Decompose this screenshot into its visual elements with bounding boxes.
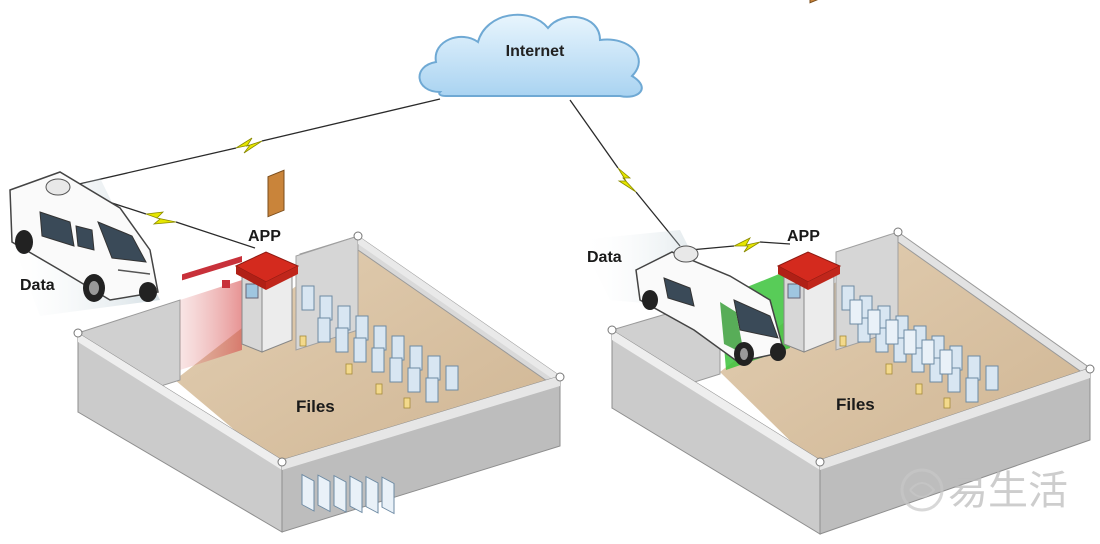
link-cloud-right-van — [569, 99, 681, 247]
left-van — [9, 171, 159, 302]
left-guard-booth — [222, 169, 300, 353]
right-guard-booth — [776, 0, 842, 353]
watermark-logo-icon — [900, 468, 944, 512]
left-scene: Data APP Files — [0, 169, 565, 533]
left-data-label: Data — [20, 277, 55, 294]
wireless-links — [65, 98, 791, 253]
left-floor — [175, 238, 560, 470]
left-gate-arm — [182, 256, 242, 281]
left-app-label: APP — [248, 228, 281, 245]
link-right-van-booth — [689, 237, 791, 253]
left-red-barrier-zone — [180, 280, 242, 370]
right-van-antenna — [673, 245, 699, 263]
right-scene: Data APP Files — [580, 0, 1095, 535]
internet-cloud: Internet — [418, 13, 643, 98]
internet-label: Internet — [506, 43, 565, 60]
right-front-wall-right — [819, 367, 1091, 535]
watermark: 易生活 — [900, 468, 1068, 514]
watermark-text: 易生活 — [948, 468, 1068, 514]
left-files-label: Files — [296, 397, 335, 416]
link-left-van-cloud — [65, 98, 441, 188]
left-file-racks — [299, 285, 459, 515]
right-app-label: APP — [787, 228, 820, 245]
right-file-racks — [839, 285, 999, 409]
right-files-label: Files — [836, 395, 875, 414]
right-van — [635, 245, 786, 366]
right-data-label: Data — [587, 249, 622, 266]
left-van-antenna — [45, 178, 71, 196]
